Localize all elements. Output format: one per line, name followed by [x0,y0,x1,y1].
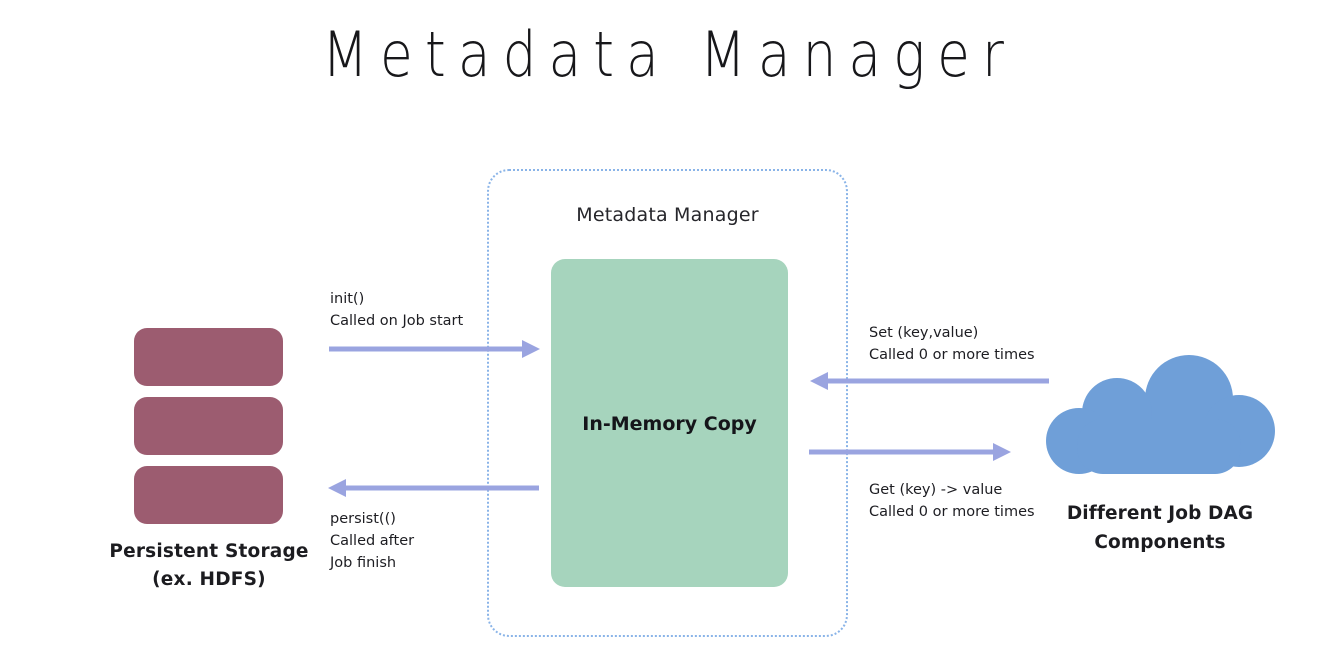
metadata-manager-label: Metadata Manager [576,204,759,226]
arrow-persist [328,479,539,497]
arrow-set-label: Set (key,value) Called 0 or more times [869,325,1035,364]
metadata-manager-boundary [487,169,848,637]
storage-slab-1 [134,328,283,386]
page-title: Metadata Manager [322,18,1016,91]
in-memory-copy-box [551,259,788,587]
storage-slab-3 [134,466,283,524]
arrow-set [810,372,1049,390]
arrow-init-label: init() Called on Job start [330,291,464,330]
dag-components-cloud [1046,355,1275,474]
arrow-get [809,443,1011,461]
dag-components-caption: Different Job DAG Components [1066,503,1254,553]
in-memory-copy-label: In-Memory Copy [582,413,757,435]
arrow-init [329,340,540,358]
arrow-get-label: Get (key) -> value Called 0 or more time… [869,482,1035,521]
persistent-storage-caption: Persistent Storage (ex. HDFS) [109,541,309,591]
arrow-persist-label: persist(() Called after Job finish [330,511,415,572]
storage-slab-2 [134,397,283,455]
